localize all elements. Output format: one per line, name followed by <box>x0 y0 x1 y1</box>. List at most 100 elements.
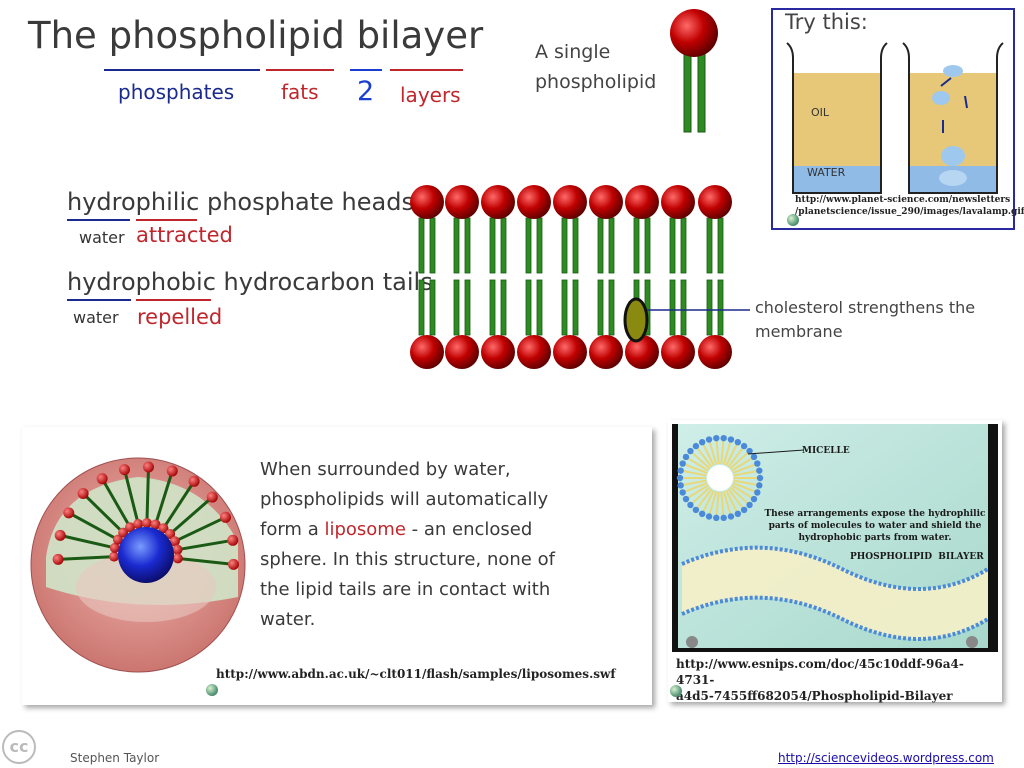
liposome-phospholipid <box>54 529 120 553</box>
hydrophilic-red-underline <box>136 219 197 221</box>
oil-label: OIL <box>811 106 830 119</box>
micelle-phospholipid <box>676 474 706 482</box>
micelle-phospholipid <box>677 467 707 477</box>
try-this-panel: Try this: OIL WATER http://www.planet-sc… <box>771 8 1024 230</box>
micelle-phospholipid <box>698 438 715 466</box>
phospholipid-bilayer-label: PHOSPHOLIPID BILAYER <box>850 552 984 562</box>
micelle-phospholipid <box>687 486 711 509</box>
micelle-phospholipid <box>677 479 707 489</box>
hydrophobic-blue-underline <box>67 299 131 301</box>
creative-commons-icon: cc <box>2 730 36 764</box>
liposome-phospholipid <box>52 551 120 565</box>
bilayer-phospholipid <box>698 185 732 369</box>
micelle-phospholipid <box>720 434 727 465</box>
micelle-phospholipid <box>732 482 761 496</box>
liposome-phospholipid <box>150 465 178 530</box>
micelle-phospholipid <box>713 434 720 465</box>
liposome-description: When surrounded by water, phospholipids … <box>260 455 580 635</box>
hydrophilic-root: hydrophilic <box>67 188 200 216</box>
water-label: WATER <box>807 166 846 179</box>
micelle-phospholipid <box>682 484 709 503</box>
micelle-phospholipid <box>733 467 763 477</box>
two-underline <box>350 69 382 71</box>
bilayer-phospholipid <box>481 185 515 369</box>
micelle-phospholipid <box>692 488 713 514</box>
micelle-phospholipid <box>725 438 742 466</box>
hydrophobic-red-underline <box>136 299 211 301</box>
liposome-diagram <box>30 457 246 673</box>
liposome-phospholipid <box>63 507 123 545</box>
micelle-phospholipid <box>733 479 763 489</box>
word-part-fats: fats <box>281 80 319 104</box>
hydrophilic-blue-underline <box>67 219 130 221</box>
micelle-label: MICELLE <box>802 446 850 456</box>
liposome-source-url[interactable]: http://www.abdn.ac.uk/~clt011/flash/samp… <box>216 667 616 681</box>
micelle-phospholipid <box>698 490 715 518</box>
micelle-phospholipid <box>725 490 742 518</box>
micelle-phospholipid <box>734 474 764 482</box>
try-this-source-url[interactable]: http://www.planet-science.com/newsletter… <box>795 195 1024 217</box>
word-part-two: 2 <box>357 76 375 107</box>
micelle-phospholipid <box>692 442 713 468</box>
micelle-phospholipid <box>722 436 735 465</box>
liposome-phospholipid <box>119 464 144 529</box>
liposome-panel: When surrounded by water, phospholipids … <box>22 427 652 705</box>
micelle-phospholipid <box>713 491 720 522</box>
micelle-source-url[interactable]: http://www.esnips.com/doc/45c10ddf-96a4-… <box>676 657 964 703</box>
globe-icon <box>787 214 799 226</box>
hydrophobic-part-repelled: repelled <box>137 305 223 329</box>
micelle-phospholipid <box>731 453 758 472</box>
oil-water-beakers <box>786 42 1004 194</box>
hydrophilic-part-water: water <box>79 228 125 247</box>
micelle-caption: These arrangements expose the hydrophili… <box>764 509 986 543</box>
micelle-phospholipid <box>720 491 727 522</box>
single-phospholipid-diagram <box>670 9 718 133</box>
word-part-layers: layers <box>400 83 461 107</box>
micelle-phospholipid <box>731 484 758 503</box>
micelle-phospholipid <box>682 453 709 472</box>
liposome-phospholipid <box>77 487 129 538</box>
bilayer-phospholipid <box>445 185 479 369</box>
micelle-phospholipid <box>705 436 718 465</box>
micelle-phospholipid <box>729 486 753 509</box>
globe-icon <box>206 684 218 696</box>
liposome-text-after: - an enclosed sphere. In this structure,… <box>260 519 555 630</box>
liposome-phospholipid <box>172 553 239 570</box>
hydrophilic-rest: phosphate heads <box>199 188 414 216</box>
hydrophobic-rest: hydrocarbon tails <box>215 268 433 296</box>
page-title: The phospholipid bilayer <box>28 14 484 57</box>
hydrophobic-root: hydrophobic <box>67 268 216 296</box>
cholesterol-label: cholesterol strengthens the membrane <box>755 298 976 341</box>
bilayer-phospholipid <box>517 185 551 369</box>
globe-icon <box>670 685 682 697</box>
liposome-phospholipid <box>172 534 239 555</box>
single-phospholipid-label: A single phospholipid <box>535 41 657 93</box>
micelle-panel: MICELLE These arrangements expose the hy… <box>668 420 1002 703</box>
bilayer-phospholipid <box>661 185 695 369</box>
hydrophobic-heading: hydrophobic hydrocarbon tails <box>67 268 433 296</box>
layers-underline <box>390 69 463 71</box>
liposome-text-before: When surrounded by water, phospholipids … <box>260 459 549 540</box>
try-this-title: Try this: <box>785 10 868 34</box>
word-part-phosphates: phosphates <box>118 80 235 104</box>
micelle-phospholipid <box>722 491 735 520</box>
footer-author: Stephen Taylor <box>70 751 160 765</box>
liposome-phospholipid <box>141 461 155 529</box>
micelle-phospholipid <box>705 491 718 520</box>
liposome-phospholipid <box>165 491 218 539</box>
hydrophilic-heading: hydrophilic phosphate heads <box>67 188 414 216</box>
footer-link[interactable]: http://sciencevideos.wordpress.com <box>778 751 994 765</box>
fats-underline <box>266 69 334 71</box>
liposome-phospholipid <box>158 475 200 534</box>
micelle-phospholipid <box>679 482 708 496</box>
phosphates-underline <box>104 69 260 71</box>
micelle-bilayer-diagram <box>672 424 998 652</box>
micelle-phospholipid <box>727 488 748 514</box>
micelle-phospholipid <box>679 460 708 474</box>
bilayer-phospholipid <box>589 185 623 369</box>
micelle-phospholipid <box>729 447 753 470</box>
bilayer-phospholipid <box>553 185 587 369</box>
bilayer-phospholipid <box>410 185 444 369</box>
hydrophilic-part-attracted: attracted <box>136 223 233 247</box>
micelle-phospholipid <box>732 460 761 474</box>
